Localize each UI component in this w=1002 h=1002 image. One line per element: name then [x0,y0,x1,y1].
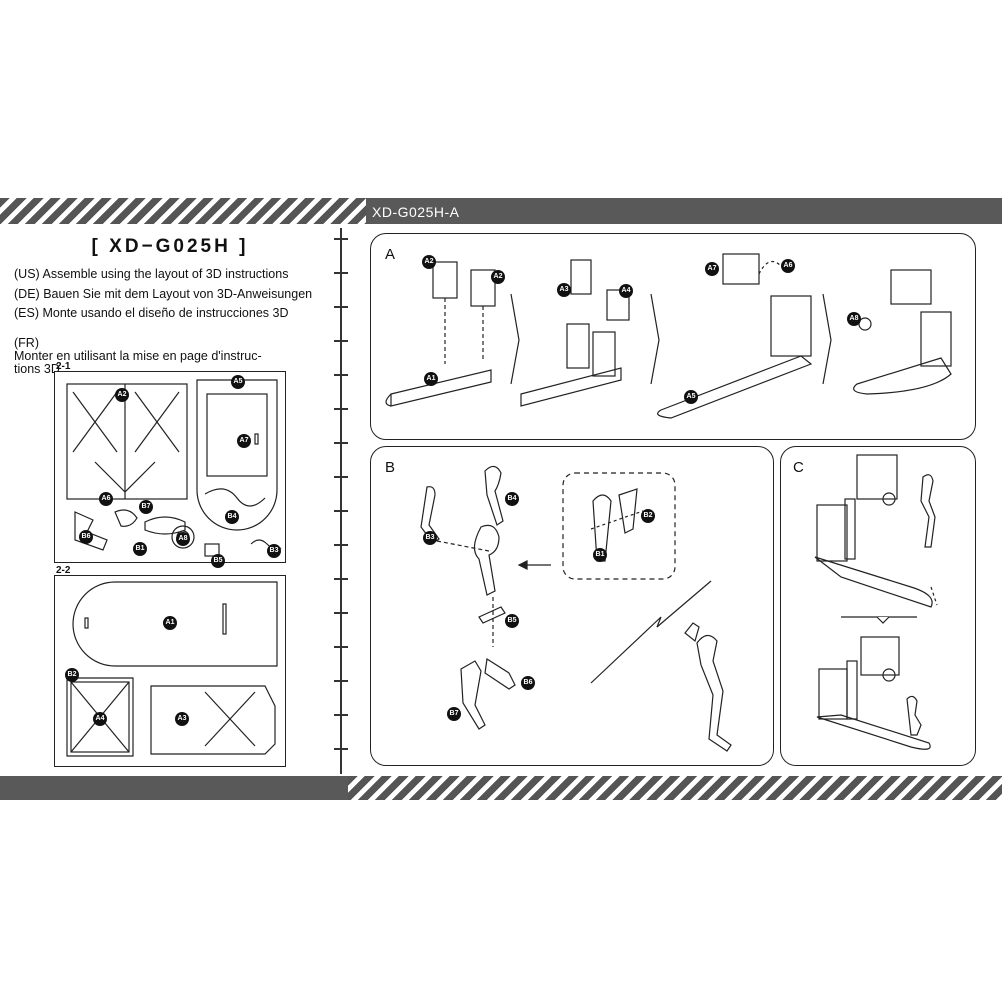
instruction-text-de: Bauen Sie mit dem Layout von 3D-Anweisun… [43,287,313,301]
lang-code-es: (ES) [14,306,39,320]
part-label-a1: A1 [163,616,177,630]
part-label-b3: B3 [267,544,281,558]
part-label-b6: B6 [79,530,93,544]
sheet-1-label: 2-1 [56,361,71,372]
divider-tick [334,272,348,274]
divider-tick [334,238,348,240]
divider-tick [334,646,348,648]
panel-letter-a: A [385,246,396,263]
part-label-a5: A5 [231,375,245,389]
instruction-text-us: Assemble using the layout of 3D instruct… [42,267,289,281]
panel-b-label-b5: B5 [505,614,519,628]
top-stripe-band [0,198,366,224]
instruction-fr: (FR) Monter en utilisant la mise en page… [14,324,334,376]
instruction-us: (US) Assemble using the layout of 3D ins… [14,268,334,281]
panel-b-label-b2: B2 [641,509,655,523]
divider-tick [334,306,348,308]
divider-tick [334,612,348,614]
panel-a-label-a1: A1 [424,372,438,386]
panel-letter-b: B [385,459,396,476]
sheet-1-drawing [66,379,282,557]
divider-tick [334,408,348,410]
panel-b-label-b4: B4 [505,492,519,506]
part-label-a2: A2 [115,388,129,402]
part-label-b5: B5 [211,554,225,568]
panel-a-label-a6: A6 [781,259,795,273]
divider-tick [334,340,348,342]
divider-tick [334,442,348,444]
parts-sheet-1: A2 A5 A7 A6 B7 B4 B6 B1 A8 B3 [54,371,286,563]
panel-a-drawing [385,253,952,419]
sheet-2-label: 2-2 [56,565,71,576]
divider-tick [334,374,348,376]
divider-tick [334,578,348,580]
divider-tick [334,680,348,682]
part-label-b7: B7 [139,500,153,514]
panel-letter-c: C [793,459,804,476]
part-label-b4: B4 [225,510,239,524]
lang-code-fr: (FR) [14,336,39,350]
step-panel-a: A A2 A2 A1 [370,233,976,440]
bottom-dark-band [0,776,348,800]
vertical-divider [334,228,348,774]
bottom-stripe-band [348,776,1002,800]
parts-sheet-2: A1 B2 A4 A3 [54,575,286,767]
part-label-b1: B1 [133,542,147,556]
panel-a-label-a3: A3 [557,283,571,297]
divider-tick [334,748,348,750]
panel-b-label-b7: B7 [447,707,461,721]
instruction-text-es: Monte usando el diseño de instrucciones … [42,306,289,320]
panel-a-label-a5: A5 [684,390,698,404]
top-title-band [366,198,1002,224]
part-label-a6: A6 [99,492,113,506]
panel-b-label-b1: B1 [593,548,607,562]
panel-c-drawing [814,454,938,750]
divider-tick [334,544,348,546]
panel-b-drawing [420,465,732,752]
lang-code-de: (DE) [14,287,40,301]
instruction-de: (DE) Bauen Sie mit dem Layout von 3D-Anw… [14,288,334,301]
model-title: [ XD−G025H ] [91,236,249,257]
panel-a-label-a2-right: A2 [491,270,505,284]
lang-code-us: (US) [14,267,40,281]
panel-a-label-a8: A8 [847,312,861,326]
panel-b-label-b3: B3 [423,531,437,545]
panel-a-label-a7: A7 [705,262,719,276]
part-label-b2: B2 [65,668,79,682]
part-label-a8: A8 [176,532,190,546]
panel-a-label-a4: A4 [619,284,633,298]
part-label-a4: A4 [93,712,107,726]
divider-tick [334,714,348,716]
panel-a-label-a2-left: A2 [422,255,436,269]
sheet-2-drawing [66,581,278,757]
step-panel-c: C [780,446,976,766]
divider-tick [334,476,348,478]
divider-tick [334,510,348,512]
panel-b-label-b6: B6 [521,676,535,690]
instruction-text-fr: Monter en utilisant la mise en page d'in… [14,349,262,376]
part-label-a7: A7 [237,434,251,448]
instruction-es: (ES) Monte usando el diseño de instrucci… [14,307,334,320]
part-label-a3: A3 [175,712,189,726]
model-code-header: XD-G025H-A [372,204,460,220]
step-panel-b: B [370,446,774,766]
